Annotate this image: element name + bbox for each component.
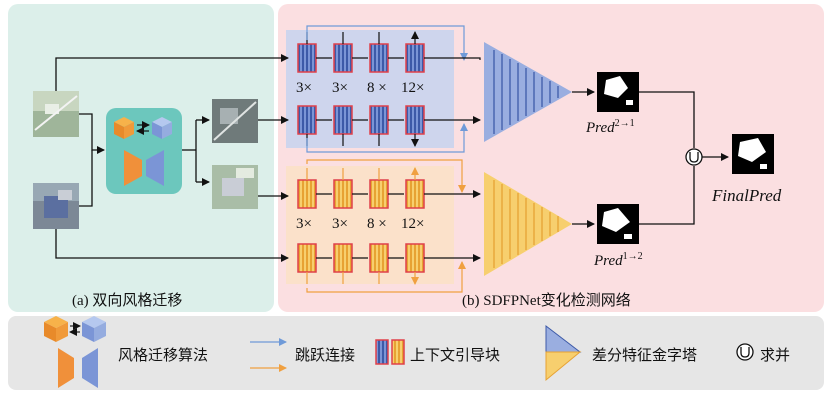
- blue-encoder-blocks: [297, 26, 481, 152]
- legend-union-label: 求并: [760, 346, 791, 364]
- legend-diff-pyramid-icon: [545, 324, 582, 382]
- multiplier-bottom-3: 8 ×: [367, 216, 387, 232]
- input-image-t1: [33, 91, 79, 137]
- pred-map-bottom: [597, 204, 639, 244]
- legend-union-icon: [736, 343, 754, 361]
- context-block: [297, 43, 425, 135]
- legend-context-block-icon: [375, 339, 405, 365]
- final-pred-label: FinalPred: [712, 186, 782, 205]
- multiplier-top-4: 12×: [401, 80, 425, 96]
- multiplier-bottom-1: 3×: [296, 216, 312, 232]
- orange-feature-pyramid: [484, 172, 572, 276]
- multiplier-top-2: 3×: [332, 80, 348, 96]
- multiplier-top-1: 3×: [296, 80, 312, 96]
- multiplier-top-3: 8 ×: [367, 80, 387, 96]
- blue-feature-pyramid: [484, 42, 572, 142]
- legend-style-transfer-label: 风格迁移算法: [118, 346, 209, 364]
- panel-b-caption: (b) SDFPNet变化检测网络: [462, 293, 631, 309]
- legend-skip-connection-label: 跳跃连接: [295, 346, 356, 364]
- multiplier-bottom-2: 3×: [332, 216, 348, 232]
- input-image-t2: [33, 183, 79, 229]
- legend-context-block-label: 上下文引导块: [410, 346, 501, 364]
- legend-style-transfer-icon: [44, 316, 106, 388]
- legend-diff-pyramid-label: 差分特征金字塔: [592, 346, 698, 364]
- transferred-image-t1: [212, 99, 258, 143]
- final-pred-map: [732, 134, 774, 174]
- multiplier-bottom-4: 12×: [401, 216, 425, 232]
- panel-a-caption: (a) 双向风格迁移: [72, 293, 183, 309]
- legend-skip-connection-icon: [250, 338, 287, 372]
- pred-top-label: Pred2→1: [586, 118, 635, 136]
- pred-bottom-label: Pred1→2: [594, 251, 643, 269]
- style-transfer-box: [106, 108, 182, 194]
- union-operator-icon: [685, 148, 703, 166]
- legend-background: [8, 316, 824, 390]
- pred-map-top: [597, 72, 639, 112]
- orange-encoder-blocks: [297, 159, 481, 293]
- transferred-image-t2: [212, 165, 258, 209]
